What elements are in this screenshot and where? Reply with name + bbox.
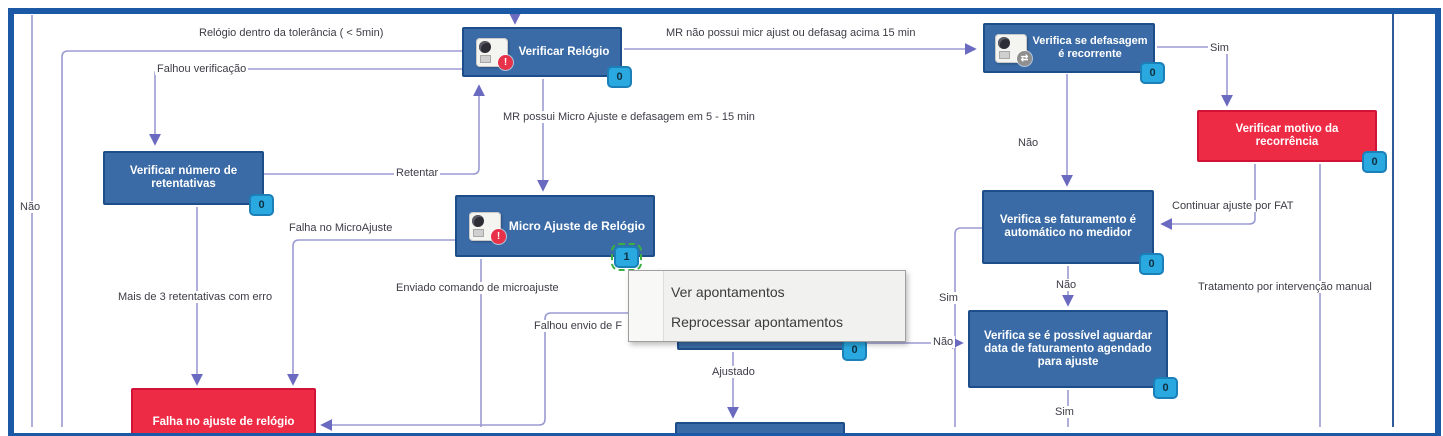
icon-screen xyxy=(473,228,484,237)
node-inferior-cortado[interactable] xyxy=(675,422,845,436)
edge-label-tolerancia: Relógio dentro da tolerância ( < 5min) xyxy=(197,27,386,39)
node-verifica-faturamento-automatico[interactable]: Verifica se faturamento é automático no … xyxy=(982,190,1164,275)
edge-label-falhou-verificacao: Falhou verificação xyxy=(155,63,249,75)
meter-clock-alert-icon: ! xyxy=(469,211,506,244)
menu-item-ver-apontamentos[interactable]: Ver apontamentos xyxy=(671,284,785,300)
icon-dial xyxy=(998,36,1010,49)
edge-label-mr-nao-possui: MR não possui micr ajust ou defasag acim… xyxy=(664,27,918,39)
icon-screen xyxy=(480,54,491,63)
node-verificar-motivo-recorrencia[interactable]: Verificar motivo da recorrência 0 xyxy=(1197,110,1387,173)
edge-label-nao-esquerda: Não xyxy=(18,201,43,213)
node-label: Verifica se defasagem é recorrente xyxy=(1032,35,1148,60)
node-verifica-aguardar-faturamento[interactable]: Verifica se é possível aguardar data de … xyxy=(968,310,1178,399)
meter-alert-icon: ! xyxy=(476,37,513,70)
node-label: Verificar Relógio xyxy=(518,45,610,58)
icon-clock xyxy=(472,214,484,227)
sync-icon: ⇄ xyxy=(1017,50,1032,66)
node-falha-ajuste-relogio[interactable]: Falha no ajuste de relógio xyxy=(131,388,316,436)
icon-screen xyxy=(999,50,1010,59)
edge-label-retentar: Retentar xyxy=(394,167,441,179)
node-verificar-relogio[interactable]: ! Verificar Relógio 0 xyxy=(462,27,632,88)
context-menu: Ver apontamentos Reprocessar apontamento… xyxy=(628,270,906,342)
edge-label-mais-retentativas: Mais de 3 retentativas com erro xyxy=(116,291,275,303)
alert-icon: ! xyxy=(498,54,513,70)
badge-count[interactable]: 0 xyxy=(1139,253,1164,275)
badge-count-selected[interactable]: 1 xyxy=(611,243,642,271)
context-menu-icon-gutter xyxy=(629,271,664,341)
edge-label-tratamento-manual: Tratamento por intervenção manual xyxy=(1196,281,1374,293)
alert-icon: ! xyxy=(491,228,506,244)
badge-count[interactable]: 0 xyxy=(842,339,867,361)
edge-label-mr-possui: MR possui Micro Ajuste e defasagem em 5 … xyxy=(501,111,757,123)
node-label: Micro Ajuste de Relógio xyxy=(508,218,646,233)
badge-count[interactable]: 0 xyxy=(607,66,632,88)
meter-sync-icon: ⇄ xyxy=(995,33,1032,66)
edge-label-sim-aguardar: Sim xyxy=(1053,406,1076,418)
menu-item-reprocessar-apontamentos[interactable]: Reprocessar apontamentos xyxy=(671,314,843,330)
node-micro-ajuste-relogio[interactable]: ! Micro Ajuste de Relógio 1 xyxy=(455,195,655,271)
edge-label-nao-oculto: Não xyxy=(931,336,956,348)
node-label: Verifica se é possível aguardar data de … xyxy=(983,329,1153,368)
edge-label-sim-defasagem: Sim xyxy=(1208,42,1231,54)
edge-label-ajustado: Ajustado xyxy=(710,366,757,378)
edge-label-continuar-fat: Continuar ajuste por FAT xyxy=(1170,200,1296,212)
node-label: Verificar número de retentativas xyxy=(129,165,238,190)
edge-label-sim-faturamento: Sim xyxy=(937,292,960,304)
node-verifica-defasagem-recorrente[interactable]: ⇄ Verifica se defasagem é recorrente 0 xyxy=(983,23,1165,84)
edge-label-nao-faturamento: Não xyxy=(1054,279,1079,291)
node-label: Falha no ajuste de relógio xyxy=(152,416,295,428)
badge-count[interactable]: 0 xyxy=(1362,151,1387,173)
edge-label-enviado-comando: Enviado comando de microajuste xyxy=(394,282,561,294)
icon-dial xyxy=(479,40,491,53)
badge-count[interactable]: 0 xyxy=(1140,62,1165,84)
node-verificar-numero-retentativas[interactable]: Verificar número de retentativas 0 xyxy=(103,151,274,216)
edge-label-nao-defasagem: Não xyxy=(1016,137,1041,149)
edge-label-falha-microajuste: Falha no MicroAjuste xyxy=(287,222,395,234)
edge-label-falhou-envio: Falhou envio de F xyxy=(532,320,625,332)
badge-count[interactable]: 0 xyxy=(1153,377,1178,399)
node-label: Verifica se faturamento é automático no … xyxy=(999,214,1137,239)
node-label: Verificar motivo da recorrência xyxy=(1235,123,1339,148)
badge-count[interactable]: 0 xyxy=(249,194,274,216)
